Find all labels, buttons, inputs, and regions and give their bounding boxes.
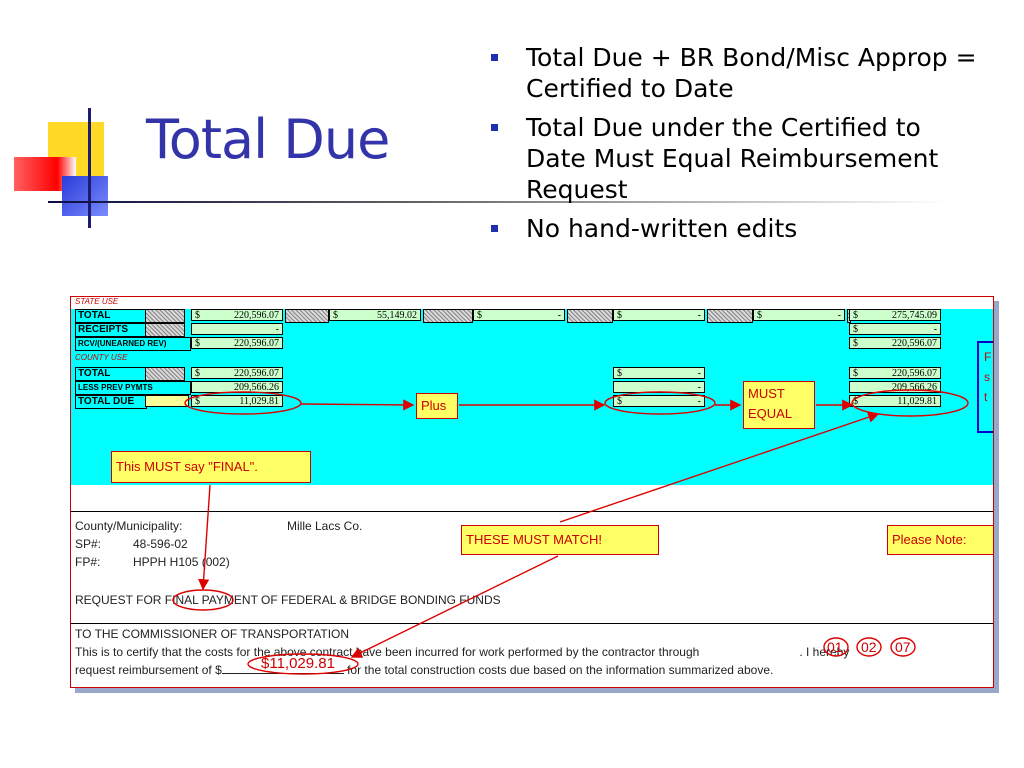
- bullet-square-icon: [491, 54, 498, 61]
- col4-total-due: $-: [613, 395, 705, 407]
- date-year: 07: [895, 639, 911, 655]
- to-commissioner: TO THE COMMISSIONER OF TRANSPORTATION: [75, 627, 350, 641]
- row-label-rcv: RCV/(UNEARNED REV): [75, 337, 191, 351]
- col6-total-due: $11,029.81: [849, 395, 941, 407]
- fp-label: FP#:: [75, 555, 101, 569]
- date-month: 01: [827, 639, 843, 655]
- empty-cell: [145, 395, 189, 407]
- bullet-text: Total Due + BR Bond/Misc Approp = Certif…: [526, 43, 977, 103]
- county-value: Mille Lacs Co.: [287, 519, 363, 533]
- bullet-text: Total Due under the Certified to Date Mu…: [526, 113, 939, 204]
- hatched-cell: [145, 367, 185, 381]
- hatched-cell: [285, 309, 329, 323]
- col1-receipts: -: [191, 323, 283, 335]
- col3-total: $-: [473, 309, 565, 321]
- request-amount-text: request reimbursement of $ for the total…: [75, 663, 774, 677]
- match-callout: THESE MUST MATCH!: [461, 525, 659, 555]
- hatched-cell: [145, 323, 185, 337]
- hatched-cell: [707, 309, 753, 323]
- row-label-receipts: RECEIPTS: [75, 323, 147, 337]
- col1-total: $220,596.07: [191, 309, 283, 321]
- col1-rcv: $220,596.07: [191, 337, 283, 349]
- col4-total-county: $-: [613, 367, 705, 379]
- col6-total: $275,745.09: [849, 309, 941, 321]
- fp-value: HPPH H105 (002): [133, 555, 230, 569]
- logo-vertical-line: [88, 108, 91, 228]
- bullet-text: No hand-written edits: [526, 214, 798, 243]
- final-callout: This MUST say "FINAL".: [111, 451, 311, 483]
- row-label-total: TOTAL: [75, 309, 147, 323]
- hatched-cell: [567, 309, 613, 323]
- amount-written: $11,029.81: [261, 655, 335, 672]
- document-image: STATE USE TOTAL RECEIPTS RCV/(UNEARNED R…: [70, 296, 994, 688]
- col1-total-due: $11,029.81: [191, 395, 283, 407]
- col6-receipts: $-: [849, 323, 941, 335]
- divider: [71, 623, 993, 624]
- row-label-total-county: TOTAL: [75, 367, 147, 381]
- bullet-item: Total Due under the Certified to Date Mu…: [488, 112, 988, 205]
- county-label: County/Municipality:: [75, 519, 183, 533]
- request-heading: REQUEST FOR FINAL PAYMENT OF FEDERAL & B…: [75, 593, 501, 607]
- bullet-item: Total Due + BR Bond/Misc Approp = Certif…: [488, 42, 988, 104]
- hatched-cell: [423, 309, 473, 323]
- sp-value: 48-596-02: [133, 537, 188, 551]
- title-underline: [48, 201, 948, 203]
- bullet-item: No hand-written edits: [488, 213, 988, 244]
- col4-less-prev: -: [613, 381, 705, 393]
- bullet-square-icon: [491, 225, 498, 232]
- must-equal-callout: MUST EQUAL: [743, 381, 815, 429]
- col6-less-prev: 209,566.26: [849, 381, 941, 393]
- slide-title: Total Due: [146, 108, 390, 171]
- date-day: 02: [861, 639, 877, 655]
- county-use-label: COUNTY USE: [75, 353, 128, 362]
- divider: [71, 511, 993, 512]
- plus-callout: Plus: [416, 393, 458, 419]
- row-label-less-prev: LESS PREV PYMTS: [75, 381, 191, 395]
- bullet-list: Total Due + BR Bond/Misc Approp = Certif…: [488, 42, 988, 252]
- col6-total-county: $220,596.07: [849, 367, 941, 379]
- col4-total: $-: [613, 309, 705, 321]
- certify-text: This is to certify that the costs for th…: [75, 645, 850, 659]
- col1-total-county: $220,596.07: [191, 367, 283, 379]
- clipped-note-box: F s t: [977, 341, 993, 433]
- col1-less-prev: 209,566.26: [191, 381, 283, 393]
- col6-rcv: $220,596.07: [849, 337, 941, 349]
- hatched-cell: [145, 309, 185, 323]
- sp-label: SP#:: [75, 537, 102, 551]
- logo-blue-square: [62, 176, 108, 216]
- please-note-callout: Please Note:: [887, 525, 993, 555]
- state-use-label: STATE USE: [75, 297, 119, 306]
- bullet-square-icon: [491, 124, 498, 131]
- row-label-total-due: TOTAL DUE: [75, 395, 147, 409]
- col2-total: $55,149.02: [329, 309, 421, 321]
- col5-total: $-: [753, 309, 845, 321]
